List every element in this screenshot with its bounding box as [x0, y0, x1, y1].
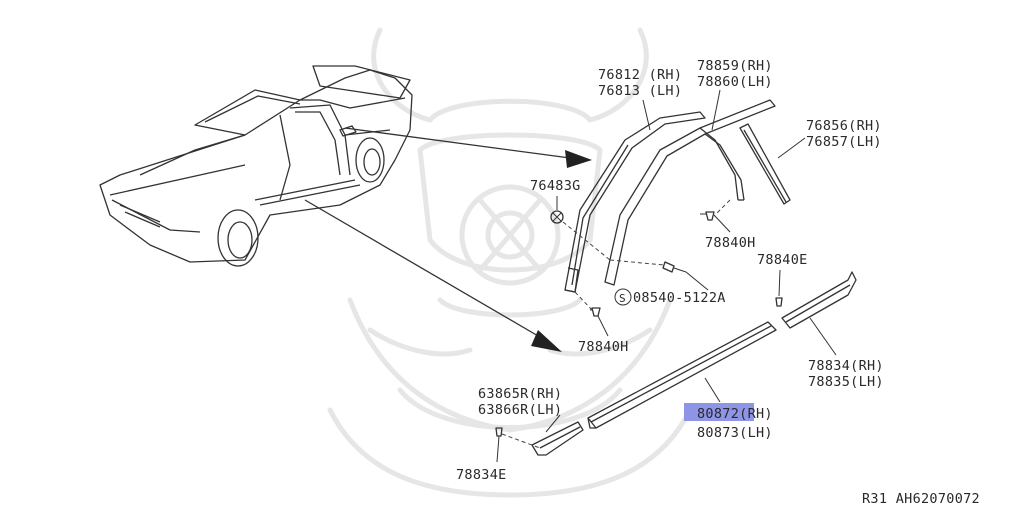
label-63865r: 63865R(RH) — [478, 386, 562, 402]
label-78840h-bottom: 78840H — [578, 339, 629, 355]
label-78860: 78860(LH) — [697, 74, 773, 90]
highlight-box — [684, 403, 754, 421]
label-78835-lh: 78835(LH) — [808, 374, 884, 390]
front-fender-moulding — [531, 421, 584, 456]
rear-fender-moulding — [781, 271, 857, 329]
s-circle — [614, 288, 632, 306]
label-78859: 78859(RH) — [697, 58, 773, 74]
pointer-arrows — [304, 127, 592, 352]
label-76813: 76813 (LH) — [598, 83, 682, 99]
part-labels: 76812 (RH) 76813 (LH) 78859(RH) 78860(LH… — [456, 58, 980, 507]
label-s-symbol: S — [619, 292, 626, 305]
label-76856: 76856(RH) — [806, 118, 882, 134]
label-63866r: 63866R(LH) — [478, 402, 562, 418]
side-sill-moulding — [587, 321, 777, 429]
assembly-lines — [501, 199, 731, 449]
label-08540-5122a: 08540-5122A — [633, 290, 726, 306]
car-illustration — [99, 65, 413, 267]
label-80873: 80873(LH) — [697, 425, 773, 441]
front-window-moulding — [564, 111, 706, 293]
label-78840h-top: 78840H — [705, 235, 756, 251]
label-78834e: 78834E — [456, 467, 507, 483]
label-78840e: 78840E — [757, 252, 808, 268]
label-76483g: 76483G — [530, 178, 581, 194]
label-78834-rh: 78834(RH) — [808, 358, 884, 374]
footer-code: R31 AH62070072 — [862, 491, 980, 507]
label-80872: 80872(RH) — [697, 406, 773, 422]
label-76857: 76857(LH) — [806, 134, 882, 150]
label-76812: 76812 (RH) — [598, 67, 682, 83]
leader-lines — [496, 89, 837, 463]
door-frame-moulding — [604, 99, 776, 286]
watermark-emblem — [327, 27, 693, 498]
rear-quarter-moulding — [739, 123, 791, 205]
